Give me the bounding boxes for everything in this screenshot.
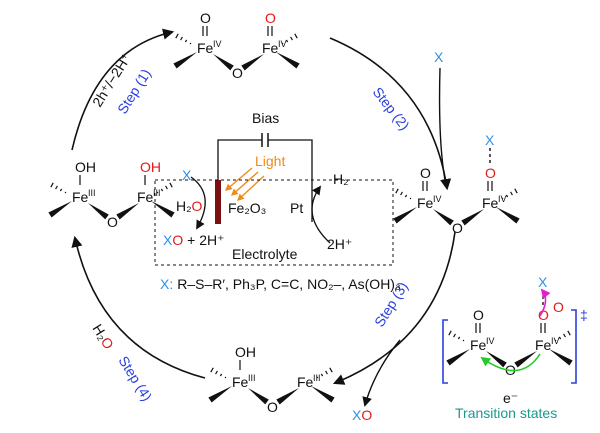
step2-label: Step (2) bbox=[370, 84, 413, 133]
top-oxo-group: O bbox=[265, 10, 276, 26]
moving-oxygen: O bbox=[553, 299, 564, 315]
light-label: Light bbox=[255, 153, 285, 169]
left-hydroxyl-group: OH bbox=[75, 159, 96, 175]
bottom-left-oxidation-state: III bbox=[248, 373, 256, 383]
right-bridge-oxygen: O bbox=[452, 220, 463, 236]
ts-x-ligand: X bbox=[538, 274, 548, 290]
light-rays bbox=[224, 167, 265, 201]
left-left-fe: Fe bbox=[72, 189, 89, 205]
oxo-transfer-arrow bbox=[539, 288, 551, 317]
step4-arrow bbox=[71, 235, 206, 379]
bottom-hydroxyl-group: OH bbox=[235, 344, 256, 360]
electrolyte-label: Electrolyte bbox=[232, 246, 298, 262]
right-bracket bbox=[571, 309, 577, 384]
step4-water: H₂O bbox=[89, 321, 117, 352]
right-oxo-group: O bbox=[485, 165, 496, 181]
step1-arrow bbox=[71, 28, 175, 151]
right-left-oxidation-state: IV bbox=[433, 194, 442, 204]
protons-label: 2H⁺ bbox=[327, 236, 352, 252]
bottom-left-fe: Fe bbox=[232, 374, 249, 390]
ts-oxo-group: O bbox=[473, 307, 484, 323]
step3-product: XO bbox=[352, 407, 372, 423]
transition-states-label: Transition states bbox=[455, 405, 557, 421]
h2-label: H₂ bbox=[333, 171, 349, 187]
photoelectrochemical-cell: Bias Light X H₂O Fe₂O₃ Pt H₂ 2H⁺ XO + 2H… bbox=[154, 110, 394, 266]
top-oxo-group: O bbox=[200, 10, 211, 26]
photoanode-label: Fe₂O₃ bbox=[228, 200, 266, 216]
xo-release-arrow bbox=[362, 339, 401, 407]
right-right-fe: Fe bbox=[482, 195, 499, 211]
top-right-fe: Fe bbox=[262, 40, 279, 56]
bottom-right-fe: Fe bbox=[297, 374, 314, 390]
x-input-arrow bbox=[438, 67, 446, 181]
fe2o3-electrode bbox=[215, 180, 221, 224]
left-right-fe: Fe bbox=[137, 189, 154, 205]
cathode-label: Pt bbox=[290, 200, 303, 216]
step4-label: Step (4) bbox=[115, 353, 155, 404]
right-left-fe: Fe bbox=[417, 195, 434, 211]
bias-label: Bias bbox=[252, 110, 279, 126]
ts-oxo-group: O bbox=[538, 307, 549, 323]
ts-complex: FeIVFeIVOOOX bbox=[446, 274, 573, 378]
left-bracket bbox=[442, 319, 448, 384]
bottom-bridge-oxygen: O bbox=[267, 399, 278, 415]
cell-x: X bbox=[182, 167, 192, 183]
step2-arrow bbox=[329, 37, 452, 191]
right-x-ligand: X bbox=[485, 132, 495, 148]
left-bridge-oxygen: O bbox=[107, 214, 118, 230]
ts-right-fe: Fe bbox=[535, 337, 552, 353]
left-left-oxidation-state: III bbox=[88, 188, 96, 198]
step3-arrow bbox=[332, 231, 456, 385]
right-complex: FeIVFeIVOOOX bbox=[393, 132, 520, 236]
electron-transfer-arrow bbox=[480, 353, 541, 372]
ts-left-oxidation-state: IV bbox=[486, 336, 495, 346]
top-bridge-oxygen: O bbox=[232, 65, 243, 81]
top-left-fe: Fe bbox=[197, 40, 214, 56]
ts-left-fe: Fe bbox=[470, 337, 487, 353]
step2-reagent-x: X bbox=[434, 49, 444, 65]
double-dagger: ‡ bbox=[580, 307, 588, 323]
transition-state: ‡ O e⁻ Transition states bbox=[442, 288, 588, 421]
cell-products: XO + 2H⁺ bbox=[163, 232, 224, 248]
left-right-oxidation-state: III bbox=[153, 188, 161, 198]
top-left-oxidation-state: IV bbox=[213, 39, 222, 49]
substrate-list: X:R–S–R′, Ph₃P, C=C, NO₂–, As(OH)₃ bbox=[160, 276, 401, 292]
bottom-right-oxidation-state: III bbox=[313, 373, 321, 383]
right-oxo-group: O bbox=[420, 165, 431, 181]
electron-label: e⁻ bbox=[503, 390, 518, 406]
top-complex: FeIVFeIVOOO bbox=[173, 10, 300, 81]
cell-water: H₂O bbox=[176, 198, 203, 214]
left-hydroxyl-group: OH bbox=[140, 159, 161, 175]
